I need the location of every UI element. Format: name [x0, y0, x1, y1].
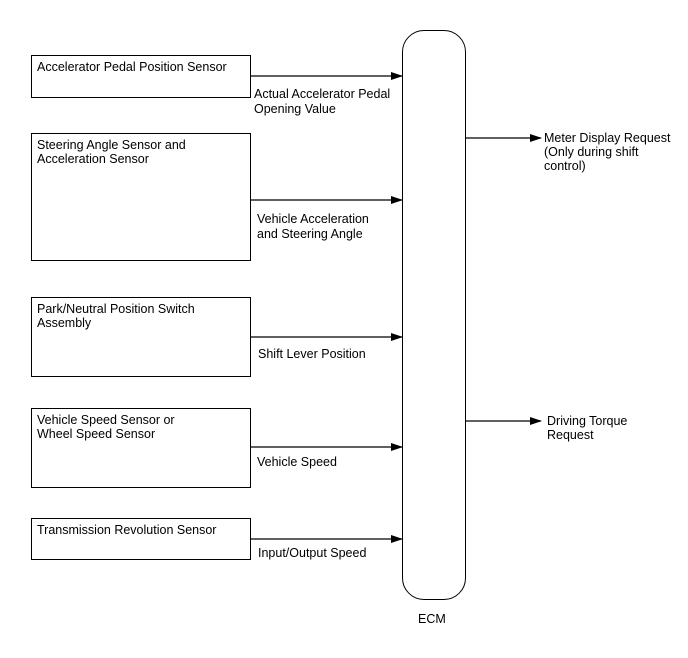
- signal-label-shift-lever: Shift Lever Position: [258, 347, 366, 361]
- sensor-label: Park/Neutral Position Switch Assembly: [37, 302, 195, 330]
- sensor-box-accelerator-pedal: Accelerator Pedal Position Sensor: [31, 55, 251, 98]
- sensor-box-steering-acceleration: Steering Angle Sensor and Acceleration S…: [31, 133, 251, 261]
- sensor-box-park-neutral: Park/Neutral Position Switch Assembly: [31, 297, 251, 377]
- sensor-box-vehicle-speed: Vehicle Speed Sensor or Wheel Speed Sens…: [31, 408, 251, 488]
- sensor-label: Steering Angle Sensor and Acceleration S…: [37, 138, 186, 166]
- signal-label-io-speed: Input/Output Speed: [258, 546, 367, 560]
- sensor-label: Transmission Revolution Sensor: [37, 523, 217, 537]
- sensor-label: Vehicle Speed Sensor or Wheel Speed Sens…: [37, 413, 175, 441]
- signal-label-driving-torque: Driving Torque Request: [547, 414, 628, 442]
- ecm-label: ECM: [418, 612, 446, 626]
- signal-label-accelerator-opening: Actual Accelerator Pedal Opening Value: [254, 87, 391, 116]
- ecm-block: [402, 30, 466, 600]
- sensor-label: Accelerator Pedal Position Sensor: [37, 60, 227, 74]
- sensor-box-transmission-revolution: Transmission Revolution Sensor: [31, 518, 251, 560]
- signal-label-acceleration-steering: Vehicle Acceleration and Steering Angle: [257, 212, 369, 241]
- signal-label-meter-display: Meter Display Request (Only during shift…: [544, 131, 671, 173]
- signal-label-vehicle-speed: Vehicle Speed: [257, 455, 337, 469]
